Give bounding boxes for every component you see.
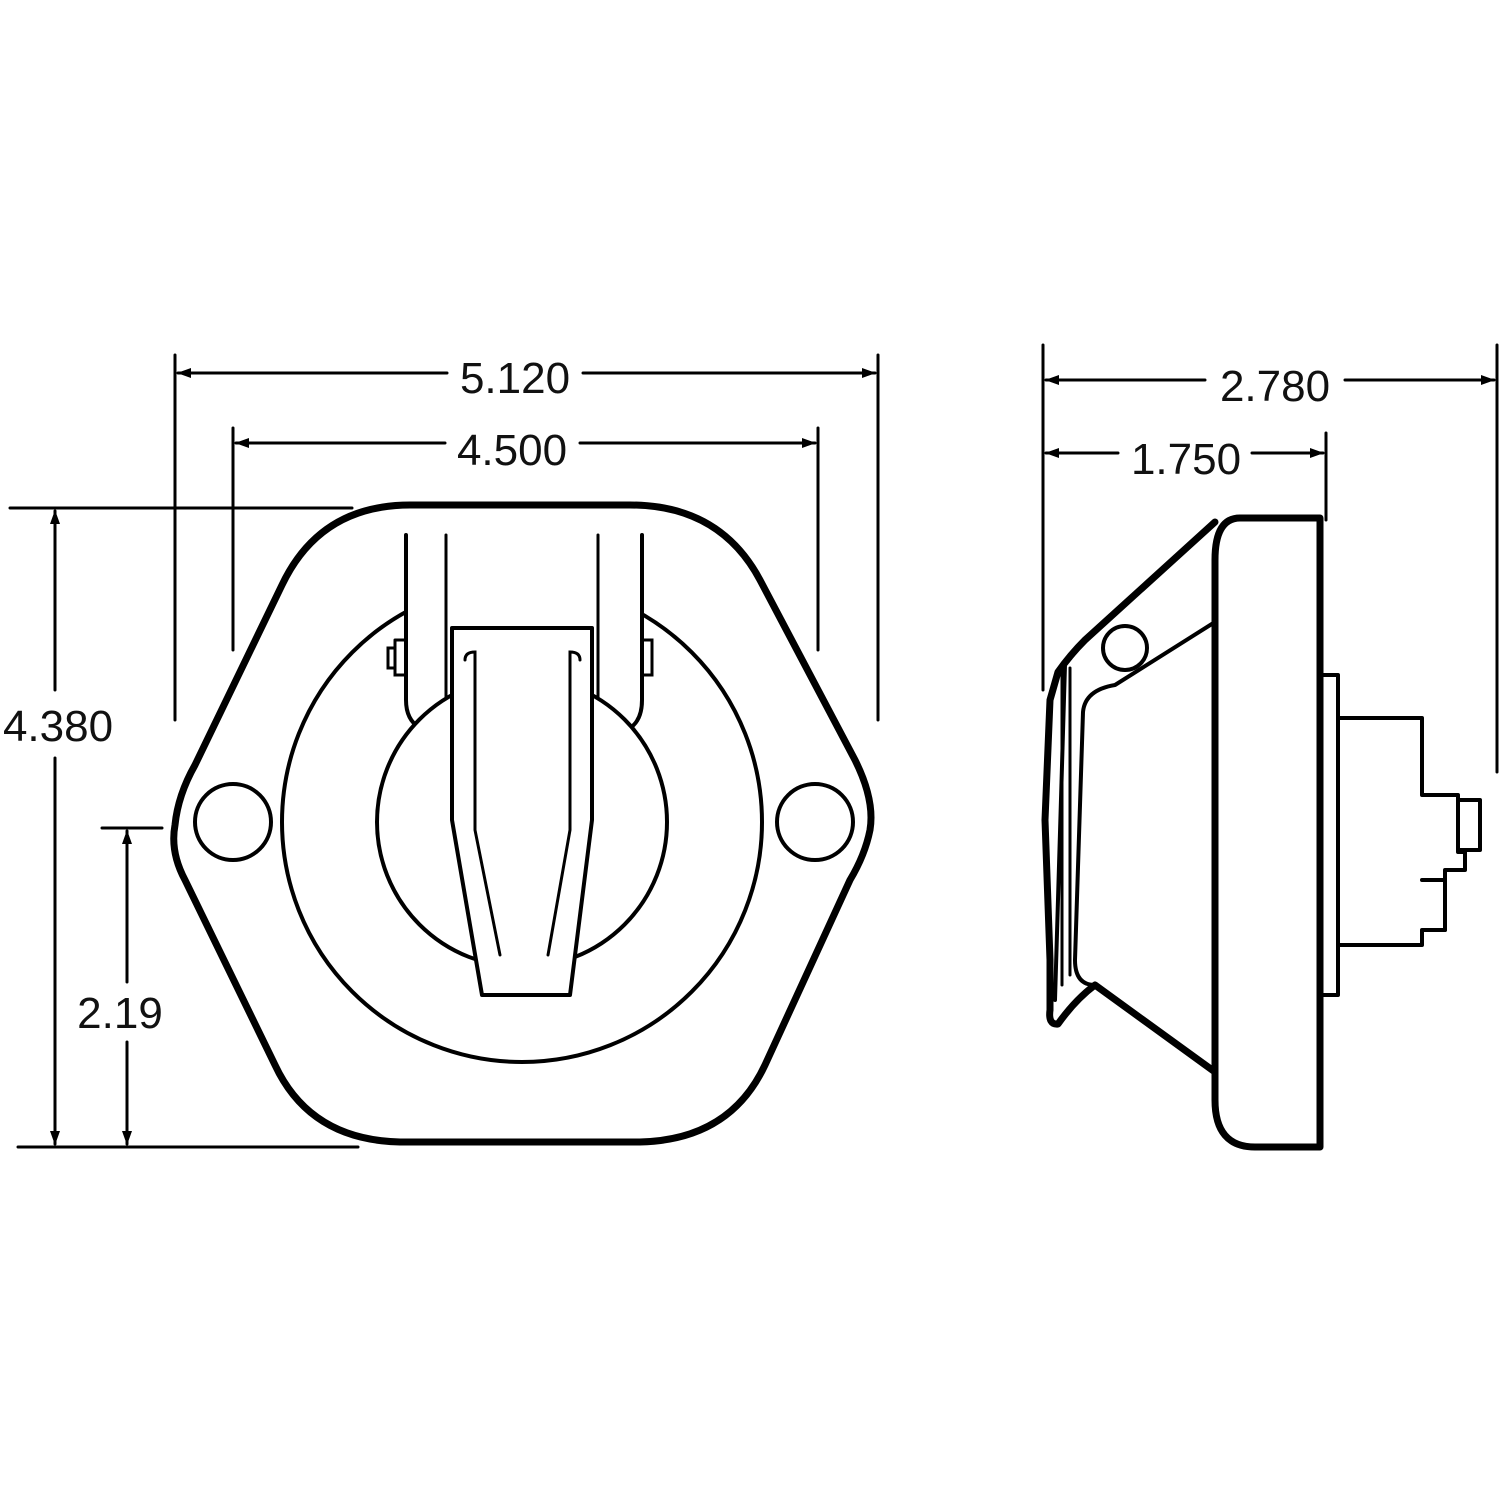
- rear-terminal-stud-upper: [1456, 798, 1482, 852]
- side-view: [1041, 514, 1482, 1151]
- overall-width-label: 5.120: [460, 354, 570, 403]
- overall-depth-label: 2.780: [1220, 362, 1330, 411]
- center-height-label: 2.19: [77, 989, 163, 1038]
- hinge-pin-right: [640, 638, 654, 677]
- side-hinge-knob: [1101, 624, 1149, 672]
- side-flange-plate: [1211, 514, 1324, 1151]
- side-body-rim: [1060, 666, 1072, 987]
- mounting-hole-right: [775, 782, 855, 862]
- side-body-inner-line: [1053, 638, 1087, 1002]
- front-dimensions: 5.120 4.500 4.380 2.19: [3, 353, 880, 1149]
- side-body-edge: [1073, 620, 1217, 987]
- hole-spacing-label: 4.500: [457, 426, 567, 475]
- front-flange-outline: [170, 501, 875, 1146]
- body-depth-label: 1.750: [1131, 435, 1241, 484]
- overall-height-label: 4.380: [3, 702, 113, 751]
- hinge-bracket-inner: [444, 533, 600, 702]
- mounting-hole-left: [193, 782, 273, 862]
- rear-terminal-housing: [1318, 673, 1340, 997]
- hinge-pin-left: [386, 638, 408, 677]
- spring-lid-detail: [463, 650, 582, 957]
- front-view: [170, 501, 875, 1146]
- rear-terminal-stud-lower: [1420, 878, 1447, 932]
- side-dimensions: 2.780 1.750: [1041, 343, 1499, 774]
- rear-terminal-step: [1336, 716, 1467, 947]
